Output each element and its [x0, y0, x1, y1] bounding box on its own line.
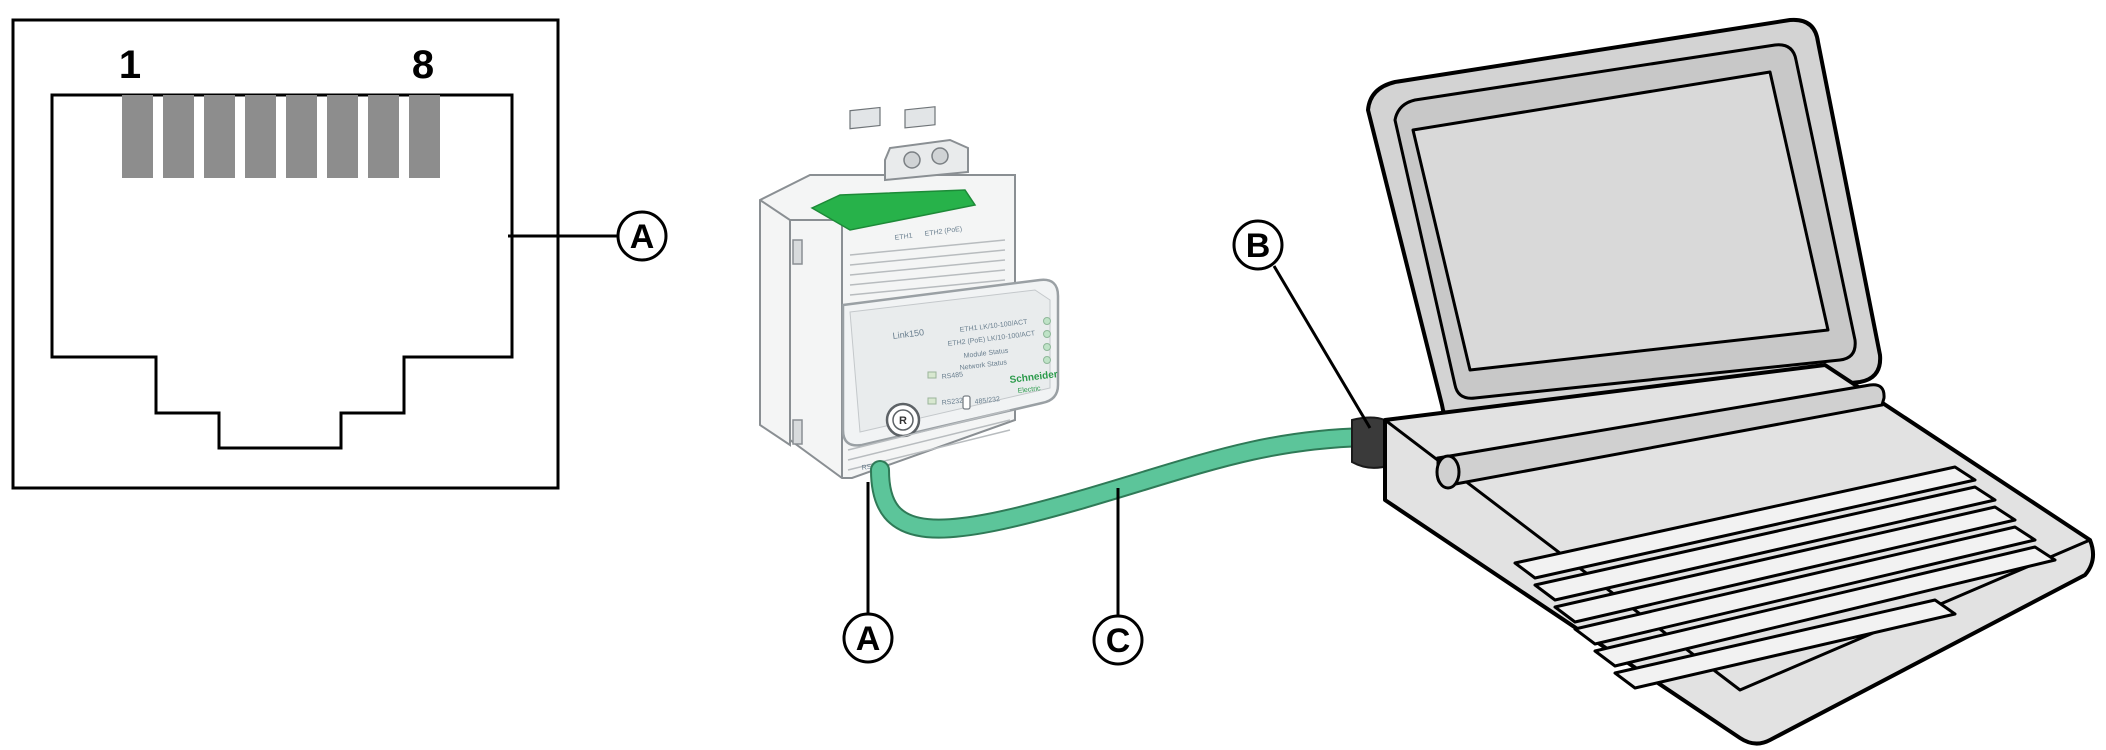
- label-rs232: RS232: [941, 397, 963, 407]
- socket-pin-6: [327, 95, 358, 178]
- svg-text:A: A: [856, 620, 881, 658]
- callout-device-port: A: [842, 612, 894, 664]
- socket-pins: [122, 95, 440, 178]
- socket-pin-3: [204, 95, 235, 178]
- callout-connector: B: [1232, 219, 1284, 271]
- terminal-block: [884, 138, 969, 182]
- svg-text:C: C: [1106, 622, 1131, 660]
- device-model-label: Link150: [892, 327, 925, 341]
- port-label-eth1: ETH1: [894, 233, 913, 242]
- callout-socket: A: [616, 210, 668, 262]
- label-rs485: RS485: [941, 371, 963, 381]
- svg-text:B: B: [1246, 227, 1271, 265]
- brand-logo-sub: Electric: [1017, 385, 1041, 395]
- socket-pin-4: [245, 95, 276, 178]
- ethernet-cable: [870, 416, 1392, 539]
- socket-pin-5: [286, 95, 317, 178]
- laptop-screen: [1411, 70, 1830, 372]
- laptop: [1366, 17, 2096, 746]
- label-485-232: 485/232: [974, 396, 1000, 406]
- pin-number-first: 1: [119, 43, 141, 87]
- socket-pin-8: [409, 95, 440, 178]
- socket-pin-2: [163, 95, 194, 178]
- socket-pin-1: [122, 95, 153, 178]
- socket-outline: [50, 93, 514, 450]
- pin-number-last: 8: [412, 43, 434, 87]
- laptop-keyboard: [1513, 465, 2057, 690]
- svg-text:R: R: [899, 415, 907, 427]
- callout-cable: C: [1092, 614, 1144, 666]
- link150-gateway: ETH1 ETH2 (PoE) Link150 ETH1 LK/10-100/A…: [759, 106, 1060, 479]
- front-cover: Link150 ETH1 LK/10-100/ACT ETH2 (PoE) LK…: [841, 278, 1060, 447]
- callout-leader-connector: [1272, 265, 1372, 429]
- svg-text:A: A: [630, 218, 655, 256]
- ethernet-port-panel: ETH1 ETH2 (PoE): [810, 106, 977, 242]
- socket-pin-7: [368, 95, 399, 178]
- reset-button: R: [885, 402, 921, 438]
- rj45-socket-detail: 1 8 A: [11, 18, 668, 490]
